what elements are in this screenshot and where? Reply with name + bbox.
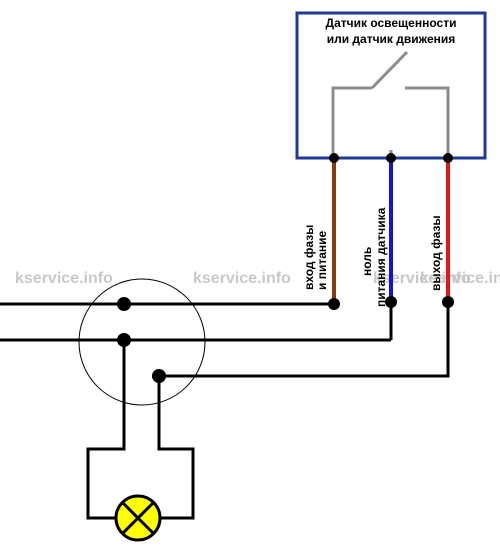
label-phase-out: выход фазы <box>429 215 443 291</box>
label-phase-in-line1: вход фазы <box>302 225 316 290</box>
junction-node-switched <box>152 369 166 383</box>
terminal-neutral <box>386 153 396 163</box>
sensor-title-line1: Датчик освещенности <box>326 16 457 30</box>
switched-phase-line <box>157 300 450 520</box>
black-wiring <box>0 300 450 520</box>
lamp-x-icon <box>114 494 162 542</box>
node-phase-out <box>442 296 454 308</box>
switch-blade <box>370 50 409 90</box>
switch-right-contact <box>405 86 450 158</box>
lamp-cross-b <box>121 501 155 535</box>
watermark-1: kservice.info <box>15 270 113 287</box>
sensor-box <box>295 11 487 160</box>
junction-node-neutral <box>117 333 131 347</box>
terminal-phase-in <box>329 153 339 163</box>
label-neutral-line1: ноль <box>360 247 374 276</box>
watermark-2: kservice.info <box>193 270 291 287</box>
label-phase-in-line2: и питание <box>315 230 329 290</box>
switch-left-contact <box>331 86 372 158</box>
junction-node-phase <box>117 297 131 311</box>
sensor-title-line2: или датчик движения <box>327 32 456 46</box>
terminal-phase-out <box>443 153 453 163</box>
node-neutral <box>385 296 397 308</box>
label-neutral-line2: питания датчика <box>374 207 388 307</box>
junction-box <box>78 278 206 406</box>
lamp-neutral-line <box>86 340 126 520</box>
watermark-4: kservice.info <box>420 270 500 287</box>
node-phase-in <box>328 298 340 310</box>
